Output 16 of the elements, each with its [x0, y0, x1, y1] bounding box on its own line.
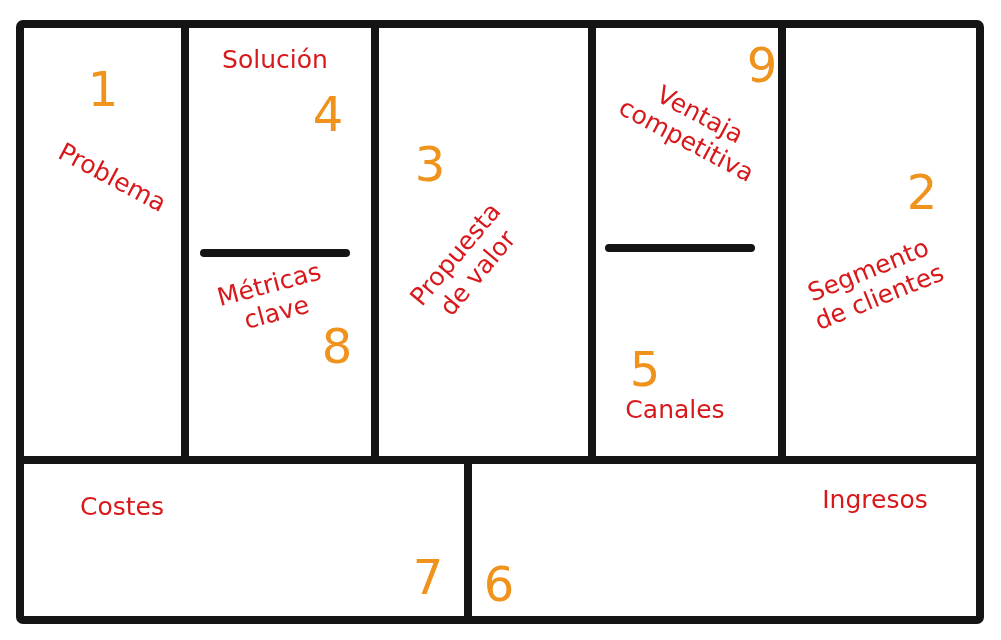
section-number: 5 [629, 348, 661, 392]
section-number: 1 [87, 68, 119, 112]
canvas-section [189, 249, 379, 464]
section-label: Solución [222, 45, 328, 75]
section-label: Ingresos [822, 485, 928, 515]
canvas-section [24, 28, 189, 464]
section-number: 6 [483, 563, 515, 607]
section-label: Canales [625, 395, 725, 425]
section-number: 9 [746, 44, 778, 88]
canvas-section [596, 244, 786, 464]
section-number: 4 [312, 93, 344, 137]
section-number: 3 [414, 143, 446, 187]
canvas-section [379, 28, 596, 464]
section-number: 2 [906, 171, 938, 215]
section-label: Costes [80, 492, 164, 522]
section-number: 7 [412, 556, 444, 600]
